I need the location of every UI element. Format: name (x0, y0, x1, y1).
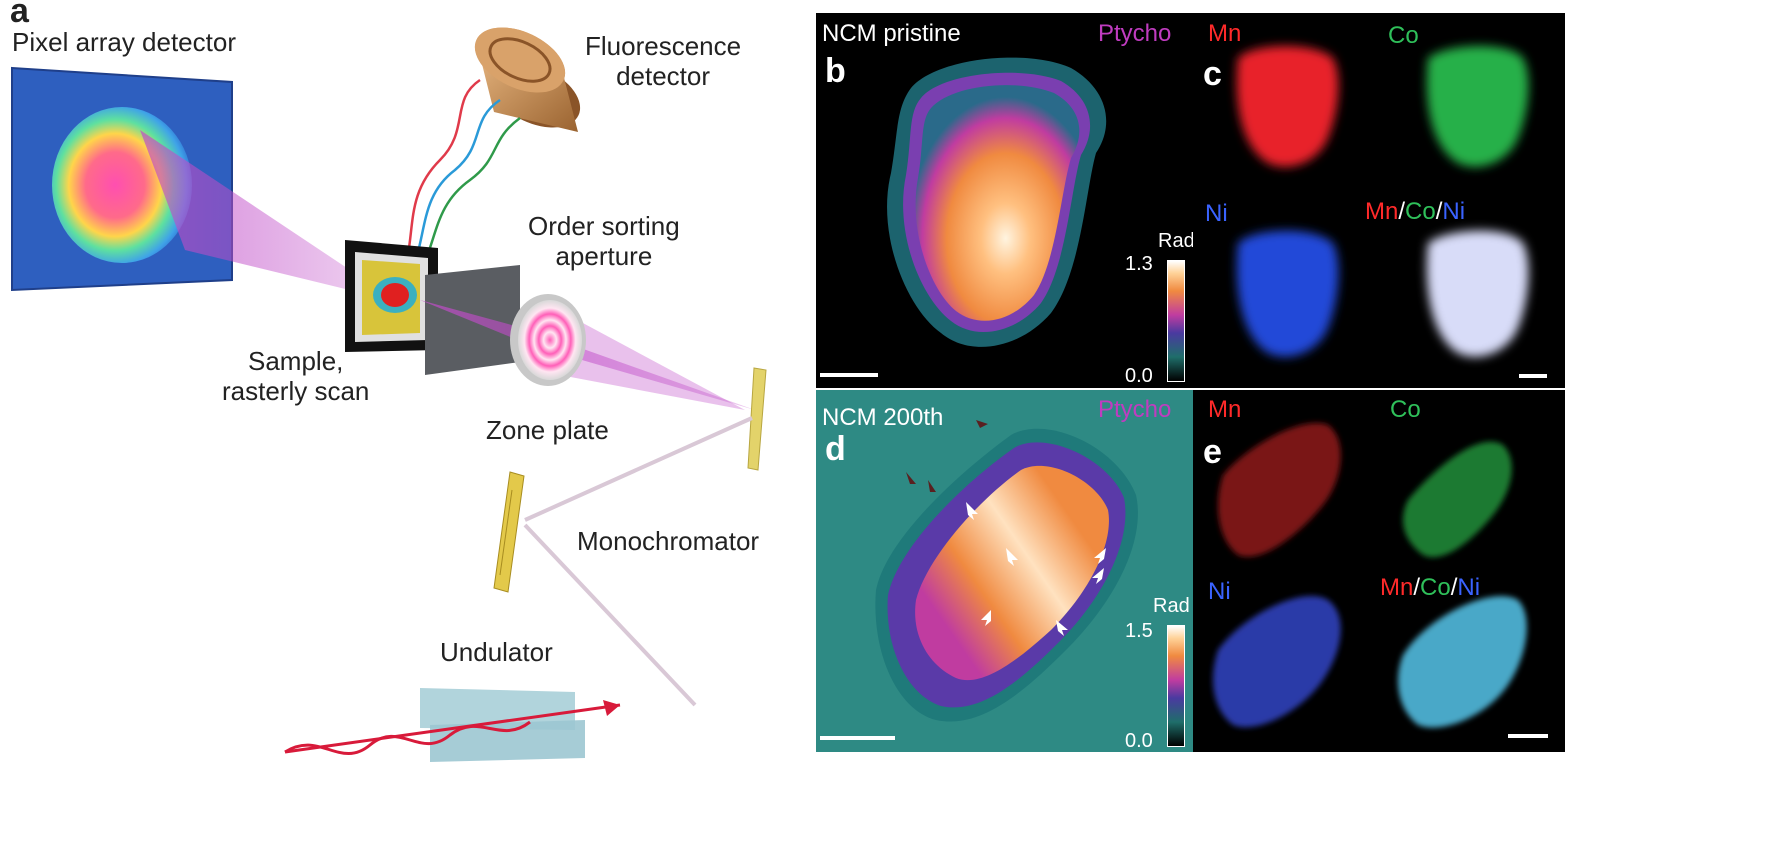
xrf-maps-200th (1213, 423, 1527, 728)
panel-b-colorbar-min: 0.0 (1125, 365, 1153, 387)
fluorescence-detector-label: Fluorescence detector (585, 31, 742, 92)
panel-e-overlay-mn: Mn (1380, 574, 1414, 601)
crack-arrows (966, 502, 1106, 636)
panel-b-letter: b (825, 52, 846, 90)
xrf-maps-pristine (1236, 45, 1529, 357)
ni-map-pristine (1236, 230, 1339, 357)
panel-c-scalebar (1519, 374, 1547, 378)
panel-c-ni-label: Ni (1205, 200, 1228, 227)
panel-e-ni-label: Ni (1208, 578, 1231, 605)
order-label-line2: aperture (555, 240, 653, 271)
ptycho-map-pristine (887, 57, 1107, 347)
crystal-line (499, 489, 513, 576)
monochromator-label: Monochromator (577, 526, 760, 556)
panel-d-colorbar-max: 1.5 (1125, 620, 1153, 642)
panel-c-overlay-mn: Mn (1365, 198, 1399, 225)
co-map-200th (1403, 441, 1512, 558)
panel-e-overlay-co: Co (1420, 574, 1451, 601)
zone-plate-label: Zone plate (486, 415, 609, 445)
ni-map-200th (1213, 596, 1341, 728)
panel-e-mn-label: Mn (1208, 396, 1242, 423)
panel-c-overlay-label: Mn/Co/Ni (1365, 198, 1465, 226)
order-sorting-aperture-label: Order sorting aperture (528, 211, 680, 272)
panel-b-title: NCM pristine (822, 20, 961, 47)
panel-d-colorbar-label: Rad (1153, 595, 1190, 617)
scattered-beam (140, 130, 370, 295)
beam-line-mirror (524, 416, 753, 522)
panel-e (1193, 390, 1565, 752)
monochromator-crystal (493, 471, 525, 593)
overlay-map-pristine (1426, 230, 1529, 357)
undulator-label: Undulator (440, 637, 553, 667)
pixel-array-detector-label: Pixel array detector (12, 27, 236, 57)
panel-c-overlay-ni: Ni (1442, 198, 1466, 225)
order-label-line1: Order sorting (528, 211, 680, 241)
mn-map-200th (1218, 423, 1341, 557)
panel-c (1193, 13, 1565, 388)
focused-beam (420, 300, 755, 410)
dark-arrows (906, 420, 988, 492)
incident-beam (540, 300, 745, 410)
panel-c-mn-label: Mn (1208, 20, 1242, 47)
sample-label-line1: Sample, (248, 346, 344, 376)
panel-e-overlay-sep1: / (1413, 574, 1421, 601)
panel-d-scalebar (820, 736, 895, 740)
panel-e-letter: e (1203, 433, 1222, 471)
fluorescence-label-line2: detector (616, 60, 711, 91)
co-map-pristine (1426, 45, 1529, 167)
panel-d-colorbar (1167, 625, 1185, 747)
undulator (284, 688, 621, 762)
sample-label-line2: rasterly scan (222, 375, 370, 406)
mirror (747, 367, 767, 471)
beamline-schematic (11, 27, 767, 762)
panel-b (816, 13, 1193, 388)
zone-plate (510, 294, 586, 386)
panel-b-colorbar-label: Rad (1158, 230, 1195, 252)
ptycho-map-200th (875, 420, 1138, 722)
panel-b-colorbar (1167, 260, 1185, 382)
panel-c-co-label: Co (1388, 22, 1419, 49)
panel-e-overlay-sep2: / (1450, 574, 1458, 601)
panel-e-overlay-label: Mn/Co/Ni (1380, 574, 1480, 602)
mn-map-pristine (1236, 45, 1339, 167)
panel-d-letter: d (825, 430, 846, 468)
panel-d-colorbar-min: 0.0 (1125, 730, 1153, 752)
panel-d-mode: Ptycho (1098, 396, 1172, 423)
panel-b-scalebar (820, 373, 878, 377)
panel-b-colorbar-max: 1.3 (1125, 253, 1153, 275)
sample-frame (345, 240, 438, 352)
panel-e-co-label: Co (1390, 396, 1421, 423)
panel-a-letter: a (10, 0, 29, 30)
sample-label: Sample, rasterly scan (222, 346, 370, 407)
beam-line-undulator (523, 523, 697, 707)
panel-d-title: NCM 200th (822, 404, 944, 431)
panel-c-overlay-co: Co (1405, 198, 1436, 225)
panel-e-overlay-ni: Ni (1457, 574, 1481, 601)
fluorescence-detector (474, 27, 581, 132)
panel-e-scalebar (1508, 734, 1548, 738)
panel-c-overlay-sep2: / (1435, 198, 1443, 225)
fluorescence-label-line1: Fluorescence (585, 31, 742, 61)
panel-b-mode: Ptycho (1098, 20, 1172, 47)
panel-c-overlay-sep1: / (1398, 198, 1406, 225)
panel-d (816, 390, 1193, 752)
overlay-map-200th (1398, 596, 1527, 728)
panel-c-letter: c (1203, 55, 1222, 93)
